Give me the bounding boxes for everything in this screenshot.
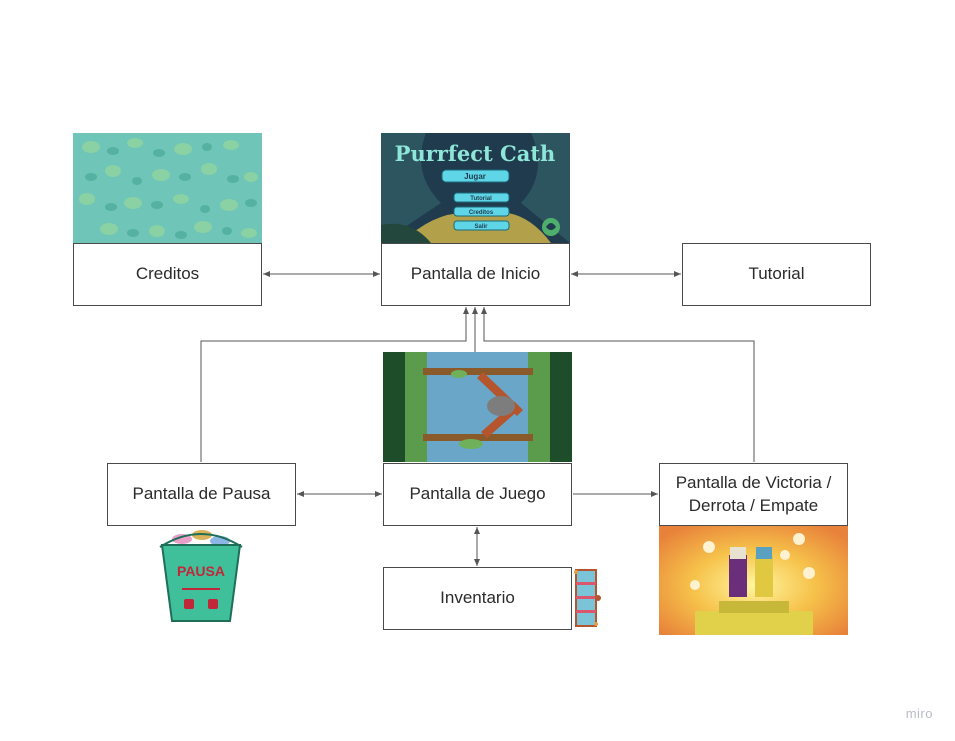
node-victoria-label-line1: Pantalla de Victoria /: [675, 473, 832, 493]
node-inicio-label: Pantalla de Inicio: [410, 264, 541, 284]
victory-screen-thumbnail: [659, 525, 848, 635]
node-tutorial[interactable]: Tutorial: [682, 243, 871, 306]
start-exit-button: Salir: [474, 224, 488, 230]
pause-label: PAUSA: [177, 563, 225, 579]
node-creditos-label: Creditos: [135, 264, 200, 284]
node-pantalla-de-inicio[interactable]: Pantalla de Inicio: [381, 243, 570, 306]
node-inventario[interactable]: Inventario: [383, 567, 572, 630]
start-title: Purrfect Cath: [395, 141, 556, 166]
node-pausa-label: Pantalla de Pausa: [132, 484, 271, 504]
node-pantalla-de-pausa[interactable]: Pantalla de Pausa: [107, 463, 296, 526]
node-pantalla-de-victoria[interactable]: Pantalla de Victoria / Derrota / Empate: [659, 463, 848, 526]
node-tutorial-label: Tutorial: [748, 264, 805, 284]
node-pantalla-de-juego[interactable]: Pantalla de Juego: [383, 463, 572, 526]
miro-watermark: miro: [905, 706, 933, 721]
pause-bucket-thumbnail: PAUSA: [158, 525, 244, 625]
node-victoria-label-line2: Derrota / Empate: [688, 495, 819, 515]
edge-pausa-inicio: [200, 307, 469, 462]
start-credits-button: Creditos: [469, 210, 494, 216]
credits-thumbnail: [73, 133, 262, 243]
game-screen-thumbnail: [383, 352, 572, 462]
inventory-thumbnail: [572, 568, 602, 628]
edge-victoria-inicio: [481, 307, 755, 462]
start-tutorial-button: Tutorial: [470, 196, 492, 202]
node-creditos[interactable]: Creditos: [73, 243, 262, 306]
start-screen-thumbnail: Purrfect Cath Jugar Tutorial Creditos Sa…: [381, 133, 570, 243]
start-play-button: Jugar: [464, 172, 486, 181]
node-inventario-label: Inventario: [440, 588, 515, 608]
node-juego-label: Pantalla de Juego: [409, 484, 546, 504]
